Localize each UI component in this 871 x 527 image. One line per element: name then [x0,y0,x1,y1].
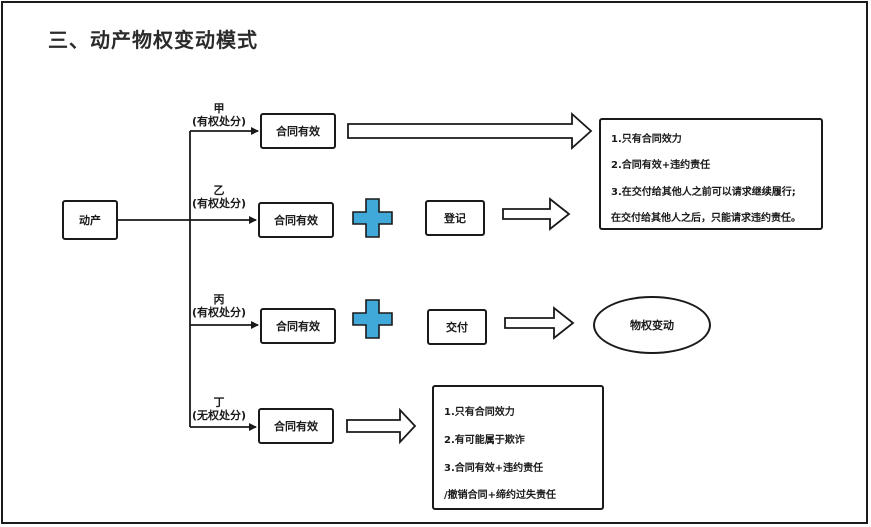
branch-name: 甲 [213,102,225,115]
delivery-box: 交付 [427,309,487,345]
result-ellipse: 物权变动 [593,296,711,354]
contract-box-jia: 合同有效 [260,113,336,149]
contract-label: 合同有效 [276,320,320,333]
result-line: 1.只有合同效力 [444,407,515,418]
branch-note: (有权处分) [191,306,247,319]
plus-icon [352,299,393,339]
branch-name: 丁 [213,396,225,409]
result-line: 2.合同有效+违约责任 [611,160,711,171]
result-line: 2.有可能属于欺诈 [444,435,525,446]
hollow-arrow-icon [504,306,575,340]
contract-label: 合同有效 [274,420,318,433]
branch-label-ding: 丁 (无权处分) [186,396,252,422]
result-box-bottom: 1.只有合同效力 2.有可能属于欺诈 3.合同有效+违约责任 /撤销合同+缔约过… [432,385,604,510]
contract-box-ding: 合同有效 [258,408,334,444]
registration-box: 登记 [425,200,485,236]
hollow-arrow-icon [346,407,417,445]
contract-box-yi: 合同有效 [258,202,334,238]
source-label: 动产 [79,214,101,227]
result-line: 3.合同有效+违约责任 [444,463,544,474]
contract-label: 合同有效 [276,125,320,138]
hollow-arrow-icon [502,197,571,231]
branch-name: 乙 [213,184,225,197]
branch-label-yi: 乙 (有权处分) [186,184,252,210]
contract-label: 合同有效 [274,214,318,227]
result-line: 1.只有合同效力 [611,134,682,145]
result-line: /撤销合同+缔约过失责任 [444,490,557,501]
contract-box-bing: 合同有效 [260,308,336,344]
result-box-top: 1.只有合同效力 2.合同有效+违约责任 3.在交付给其他人之前可以请求继续履行… [599,118,823,230]
hollow-arrow-icon [347,111,593,151]
branch-label-jia: 甲 (有权处分) [186,102,252,128]
page-title: 三、动产物权变动模式 [48,28,258,52]
branch-note: (有权处分) [191,197,247,210]
branch-note: (无权处分) [191,409,247,422]
branch-name: 丙 [213,293,225,306]
registration-label: 登记 [444,212,466,225]
branch-note: (有权处分) [191,115,247,128]
ellipse-label: 物权变动 [630,319,674,332]
delivery-label: 交付 [446,321,468,334]
source-node: 动产 [62,200,118,240]
result-line: 3.在交付给其他人之前可以请求继续履行; [611,187,796,198]
result-line: 在交付给其他人之后，只能请求违约责任。 [611,213,801,224]
branch-label-bing: 丙 (有权处分) [186,293,252,319]
plus-icon [352,198,393,238]
